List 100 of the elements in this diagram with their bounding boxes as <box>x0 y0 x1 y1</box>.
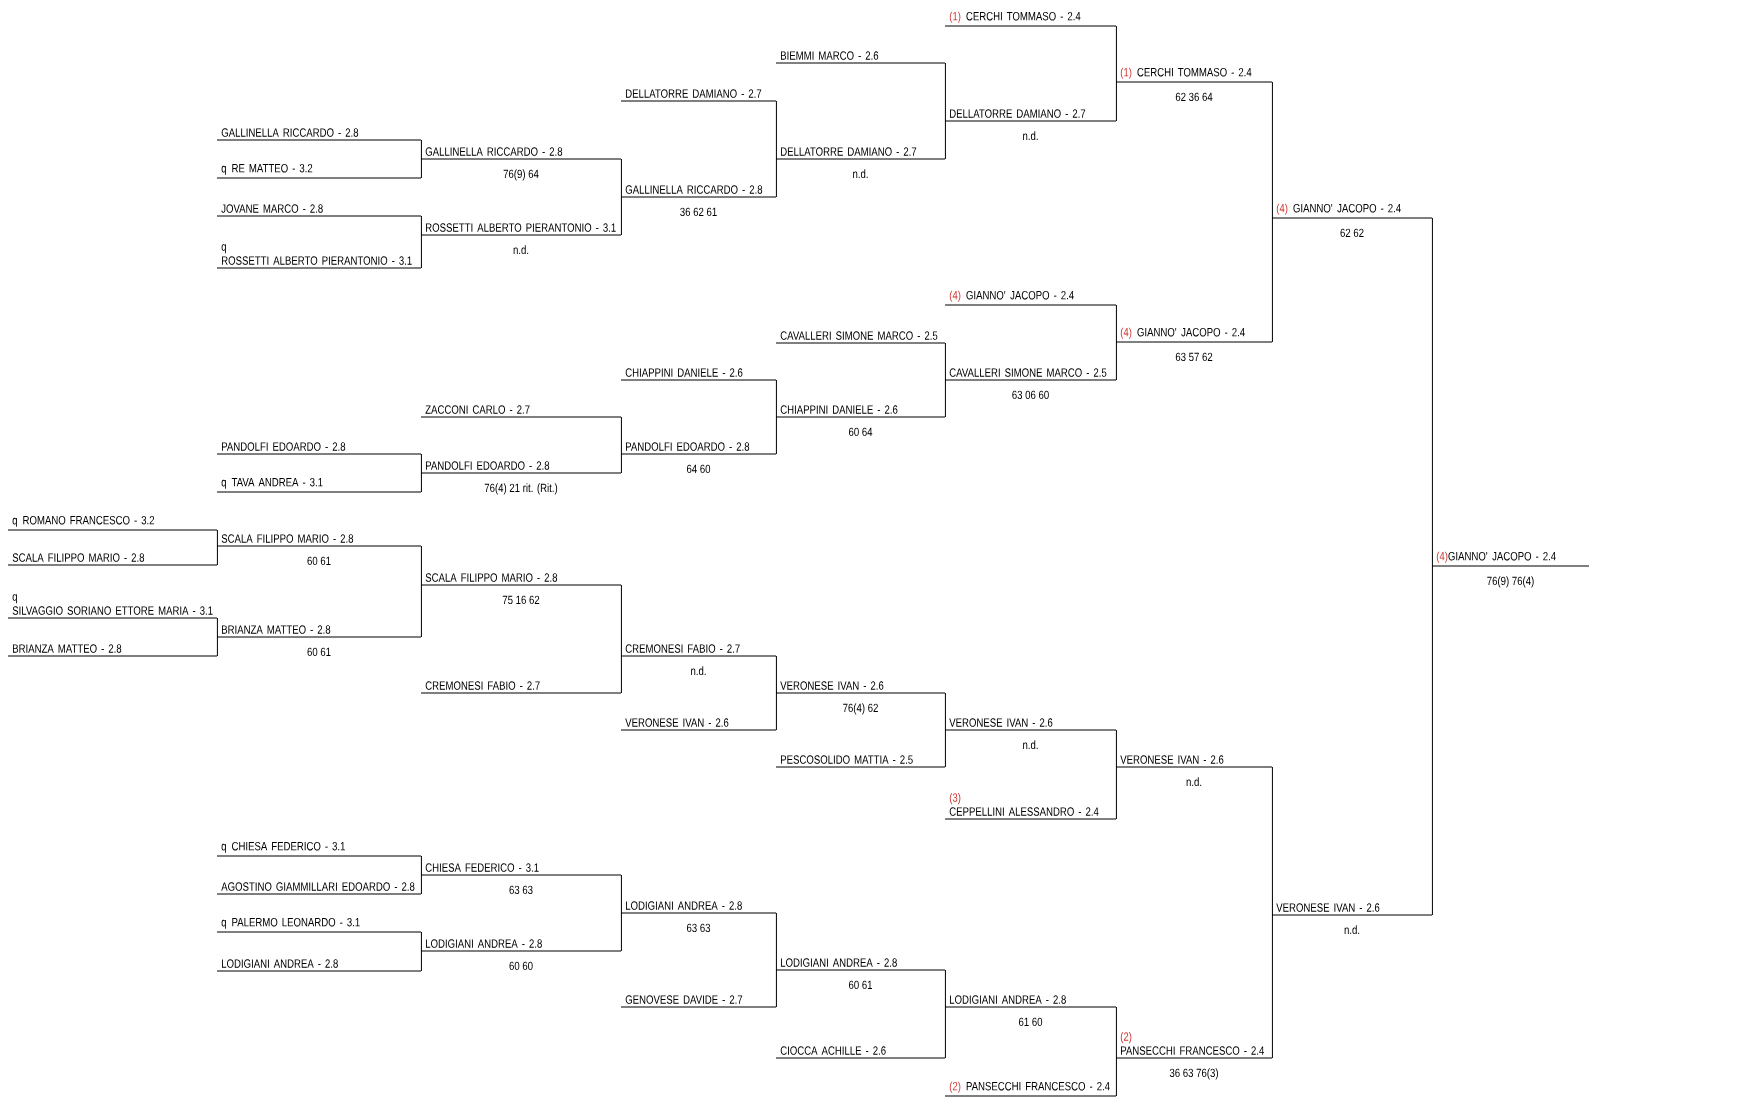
player-slot: LODIGIANI ANDREA - 2.8 <box>775 958 946 971</box>
bracket-line <box>1431 565 1433 916</box>
bracket-line <box>620 874 622 914</box>
player-slot: GENOVESE DAVIDE - 2.7 <box>620 995 777 1008</box>
player-slot: (4) GIANNO' JACOPO - 2.4 <box>1115 327 1273 343</box>
score-label: 63 63 <box>687 923 711 933</box>
player-slot: PANDOLFI EDOARDO - 2.8 <box>216 442 422 455</box>
player-slot: q ROSSETTI ALBERTO PIERANTONIO - 3.1 <box>216 244 422 269</box>
player-slot: (4) GIANNO' JACOPO - 2.4 <box>1271 203 1433 219</box>
bracket-line <box>775 692 777 731</box>
bracket-line <box>1271 81 1273 219</box>
score-label: 63 57 62 <box>1175 352 1213 362</box>
player-slot: LODIGIANI ANDREA - 2.8 <box>944 995 1117 1008</box>
player-slot: CREMONESI FABIO - 2.7 <box>620 644 777 657</box>
bracket-line <box>620 416 622 455</box>
bracket-line <box>944 729 946 768</box>
player-slot: DELLATORRE DAMIANO - 2.7 <box>775 147 946 160</box>
bracket-line <box>1271 217 1273 343</box>
player-slot: (2) PANSECCHI FRANCESCO - 2.4 <box>1115 1032 1273 1059</box>
bracket-line <box>420 158 422 179</box>
score-label: n.d. <box>1344 925 1360 935</box>
score-label: n.d. <box>1023 131 1038 141</box>
player-slot: ROSSETTI ALBERTO PIERANTONIO - 3.1 <box>420 223 622 236</box>
player-slot: CHIESA FEDERICO - 3.1 <box>420 863 622 876</box>
score-label: 60 61 <box>307 556 331 566</box>
bracket-line <box>944 692 946 731</box>
player-slot: LODIGIANI ANDREA - 2.8 <box>620 901 777 914</box>
bracket-line <box>775 912 777 971</box>
bracket-line <box>944 969 946 1008</box>
bracket-line <box>420 234 422 269</box>
bracket-line <box>944 1006 946 1059</box>
score-label: 76(4) 21 rit. (Rit.) <box>484 483 558 495</box>
player-slot: VERONESE IVAN - 2.6 <box>1115 755 1273 768</box>
player-slot: JOVANE MARCO - 2.8 <box>216 204 422 217</box>
bracket-line <box>944 62 946 122</box>
bracket-line <box>1115 341 1117 381</box>
score-label: n.d. <box>1023 740 1038 750</box>
bracket-line <box>420 584 422 638</box>
score-label: 75 16 62 <box>502 595 540 605</box>
score-label: 76(4) 62 <box>843 703 878 715</box>
player-slot: CHIAPPINI DANIELE - 2.6 <box>620 368 777 381</box>
player-slot: (3) CEPPELLINI ALESSANDRO - 2.4 <box>944 793 1117 820</box>
bracket-line <box>944 379 946 418</box>
player-slot: AGOSTINO GIAMMILLARI EDOARDO - 2.8 <box>216 882 422 895</box>
player-slot: CAVALLERI SIMONE MARCO - 2.5 <box>775 331 946 344</box>
player-slot: DELLATORRE DAMIANO - 2.7 <box>944 109 1117 122</box>
bracket-line <box>1431 217 1433 567</box>
score-label: 64 60 <box>687 464 711 474</box>
score-label: 61 60 <box>1019 1017 1043 1027</box>
bracket-line <box>620 158 622 198</box>
player-slot: SCALA FILIPPO MARIO - 2.8 <box>420 573 622 586</box>
bracket-line <box>420 472 422 493</box>
score-label: 63 06 60 <box>1012 390 1049 400</box>
bracket-line <box>775 100 777 160</box>
score-label: n.d. <box>853 169 868 179</box>
bracket-line <box>944 120 946 160</box>
player-slot: q SILVAGGIO SORIANO ETTORE MARIA - 3.1 <box>7 594 218 619</box>
player-slot: PANDOLFI EDOARDO - 2.8 <box>420 461 622 474</box>
score-label: 36 63 76(3) <box>1169 1068 1218 1080</box>
bracket-line <box>620 453 622 474</box>
bracket-line <box>1115 766 1117 820</box>
player-slot: (4)GIANNO' JACOPO - 2.4 <box>1431 551 1590 567</box>
score-label: n.d. <box>691 666 706 676</box>
player-slot: LODIGIANI ANDREA - 2.8 <box>420 939 622 952</box>
player-slot: q ROMANO FRANCESCO - 3.2 <box>7 515 218 531</box>
bracket-line <box>216 636 218 657</box>
player-slot: BRIANZA MATTEO - 2.8 <box>216 625 422 638</box>
bracket-line <box>620 196 622 236</box>
player-slot: q RE MATTEO - 3.2 <box>216 163 422 179</box>
bracket-line <box>420 215 422 236</box>
player-slot: VERONESE IVAN - 2.6 <box>620 718 777 731</box>
player-slot: PANDOLFI EDOARDO - 2.8 <box>620 442 777 455</box>
player-slot: (2) PANSECCHI FRANCESCO - 2.4 <box>944 1081 1117 1097</box>
player-slot: (4) GIANNO' JACOPO - 2.4 <box>944 290 1117 306</box>
bracket-line <box>1115 1057 1117 1097</box>
score-label: 76(9) 64 <box>503 169 539 181</box>
bracket-line <box>775 969 777 1008</box>
player-slot: q TAVA ANDREA - 3.1 <box>216 477 422 493</box>
player-slot: VERONESE IVAN - 2.6 <box>1271 903 1433 916</box>
bracket-line <box>1115 729 1117 768</box>
score-label: 36 62 61 <box>680 207 717 217</box>
bracket-line <box>620 912 622 952</box>
bracket-line <box>775 379 777 418</box>
bracket-line <box>1115 25 1117 83</box>
bracket-line <box>420 139 422 160</box>
player-slot: BRIANZA MATTEO - 2.8 <box>7 644 218 657</box>
bracket-line <box>420 453 422 474</box>
bracket-line <box>620 655 622 694</box>
player-slot: (1) CERCHI TOMMASO - 2.4 <box>1115 67 1273 83</box>
score-label: 60 64 <box>849 427 873 437</box>
score-label: 60 60 <box>509 961 533 971</box>
bracket-line <box>420 950 422 972</box>
score-label: 60 61 <box>849 980 873 990</box>
player-slot: (1) CERCHI TOMMASO - 2.4 <box>944 11 1117 27</box>
player-slot: SCALA FILIPPO MARIO - 2.8 <box>7 553 218 566</box>
bracket-line <box>944 342 946 381</box>
bracket-line <box>216 529 218 547</box>
player-slot: GALLINELLA RICCARDO - 2.8 <box>420 147 622 160</box>
player-slot: LODIGIANI ANDREA - 2.8 <box>216 959 422 972</box>
player-slot: SCALA FILIPPO MARIO - 2.8 <box>216 534 422 547</box>
